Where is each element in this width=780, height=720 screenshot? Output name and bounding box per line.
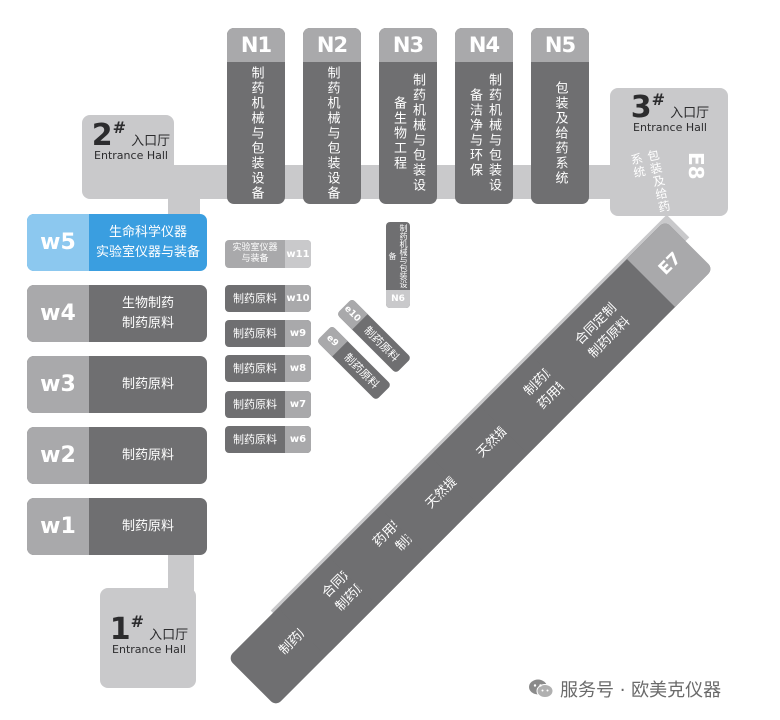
hall-n4-label: 制药机械与包装设备洁净与环保 [467,73,501,193]
hall-w5-line2: 实验室仪器与装备 [95,244,200,260]
hall-w3[interactable]: w3 制药原料 [27,356,207,413]
hall-w3-label: 制药原料 [121,376,174,392]
hall-n6-code: N6 [386,290,410,308]
hall-w7[interactable]: w7 制药原料 [225,391,311,418]
entrance-1-number: 1 [109,612,131,647]
entrance-hall-1-area [100,588,196,688]
entrance-1-label: 1# 入口厅 Entrance Hall [109,612,189,656]
hall-n1-code: N1 [227,28,285,62]
hall-w11-code: w11 [285,240,311,268]
hall-n1-label: 制药机械与包装设备 [248,65,264,201]
hall-e7[interactable]: 合同定制 制药原料 E7 [530,220,714,404]
hall-w10-code: w10 [285,285,311,312]
hall-w4[interactable]: w4 生物制药 制药原料 [27,285,207,342]
entrance-hall-3-area [610,88,728,216]
hall-n6-label: 制药机械与包装设备 [388,224,408,288]
hall-n4[interactable]: N4 制药机械与包装设备洁净与环保 [455,28,513,204]
hall-w1-label: 制药原料 [121,518,174,534]
entrance-2-label: 2# 入口厅 Entrance Hall [91,118,171,162]
hall-n5[interactable]: N5 包装及给药系统 [531,28,589,204]
hall-w7-label: 制药原料 [233,398,277,411]
hall-w2-code: w2 [27,427,89,484]
entrance-hall-2-area [82,115,174,199]
hall-w6[interactable]: w6 制药原料 [225,426,311,453]
hall-n5-label: 包装及给药系统 [552,80,568,186]
entrance-3-number: 3 [630,90,652,125]
hall-w1-code: w1 [27,498,89,555]
hall-w2[interactable]: w2 制药原料 [27,427,207,484]
hall-n5-code: N5 [531,28,589,62]
hall-n2[interactable]: N2 制药机械与包装设备 [303,28,361,204]
hall-w8-code: w8 [285,355,311,382]
entrance-3-label: 3# 入口厅 Entrance Hall [630,90,710,134]
watermark: 服务号 · 欧美克仪器 [528,676,721,702]
hall-w10[interactable]: w10 制药原料 [225,285,311,312]
entrance-2-number: 2 [91,118,113,153]
hall-w11[interactable]: w11 实验室仪器 与装备 [225,240,311,268]
hall-w4-line1: 生物制药 [121,295,174,311]
watermark-text: 服务号 · 欧美克仪器 [560,680,722,701]
hall-w7-code: w7 [285,391,311,418]
hall-w9-label: 制药原料 [233,327,277,340]
hall-w6-label: 制药原料 [233,433,277,446]
hall-w4-line2: 制药原料 [121,315,174,331]
hall-w6-code: w6 [285,426,311,453]
hall-n3-code: N3 [379,28,437,62]
hall-w10-label: 制药原料 [233,292,277,305]
hall-n4-code: N4 [455,28,513,62]
hall-e8-code[interactable]: E8 [684,152,708,180]
hall-n2-label: 制药机械与包装设备 [324,65,340,201]
hall-w4-code: w4 [27,285,89,342]
wechat-icon [529,679,554,698]
hall-w8[interactable]: w8 制药原料 [225,355,311,382]
hall-n6[interactable]: 制药机械与包装设备 N6 [386,222,410,308]
hall-n2-code: N2 [303,28,361,62]
hall-n1[interactable]: N1 制药机械与包装设备 [227,28,285,204]
hall-n3-label: 制药机械与包装设备生物工程 [391,73,425,193]
hall-w5-line1: 生命科学仪器 [108,224,187,240]
hall-w2-label: 制药原料 [121,447,174,463]
hall-w1[interactable]: w1 制药原料 [27,498,207,555]
hall-w9[interactable]: w9 制药原料 [225,320,311,347]
corridor-west-top [168,190,200,218]
hall-w9-code: w9 [285,320,311,347]
hall-w3-code: w3 [27,356,89,413]
hall-n3[interactable]: N3 制药机械与包装设备生物工程 [379,28,437,204]
hall-w5-code: w5 [27,214,89,271]
hall-w8-label: 制药原料 [233,362,277,375]
hall-w5[interactable]: w5 生命科学仪器 实验室仪器与装备 [27,214,207,271]
